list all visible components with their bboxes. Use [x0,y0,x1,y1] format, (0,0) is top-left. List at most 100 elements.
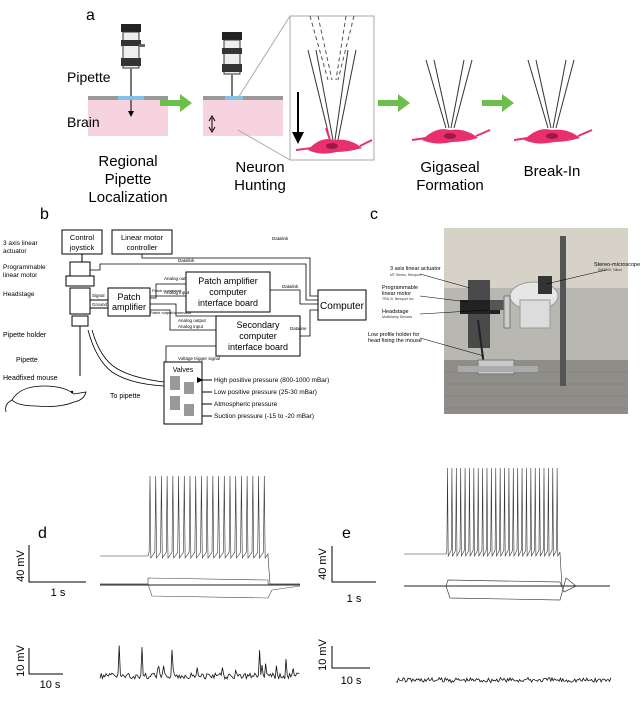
zoom-inset-box [289,15,375,161]
c-holder-l2: head fixing the mouse [368,338,422,344]
d-scale-bar-top [28,545,86,583]
d-scale-bot-v: 10 mV [15,644,27,676]
patch-if-l2: computer [209,287,247,297]
headstage-box [69,287,91,315]
sec-if-l3: interface board [228,342,288,352]
mouse-illustration [11,385,87,407]
b-axis-actuator-l1: 3 axis linear [3,240,39,247]
e-scale-bot-v: 10 mV [317,638,329,670]
computer-label: Computer [320,301,365,312]
valves-label: Valves [173,367,194,374]
pipette-label: Pipette [67,69,111,85]
panel-c: c 3 axis linear actuator MT Series, Newp… [368,206,640,414]
to-pipette-label: To pipette [110,393,140,400]
panel-c-label: c [370,206,378,223]
panel-d-label: d [38,525,47,542]
c-prog-motor-sub: TRA Vi, Newport Inc [382,297,414,301]
c-prog-motor-l1: Programmable [382,285,418,291]
b-prog-motor-l2: linear motor [3,272,38,279]
datalink-mid: Datalink [178,258,195,263]
d-top-traces [100,475,301,599]
analog-input2-label: Analog input [178,324,204,329]
step1-line3: Localization [88,189,167,206]
e-scale-bar-bottom [331,646,370,669]
pipette-holder-label: Pipette holder [3,332,47,339]
control-joystick-l1: Control [70,233,95,242]
patch-output-label: Patch output/command [150,310,191,315]
patch-amp-l1: Patch [117,292,140,302]
c-headstage: Headstage [382,309,409,315]
step4-label: Break-In [524,163,581,180]
panel-e-label: e [342,525,351,542]
b-pipette-label: Pipette [16,357,38,364]
e-top-traces [404,467,610,601]
patch-amp-l2: amplifier [112,302,146,312]
actuator-box [69,261,91,277]
step-arrow-3 [482,94,514,112]
d-scale-bot-t: 10 s [40,679,61,691]
pressure-low: Low positive pressure (25-30 mBar) [214,389,317,396]
ground-label: Ground [92,302,108,307]
valves-box [163,361,203,425]
b-axis-actuator-l2: actuator [3,248,27,255]
e-bottom-trace [395,676,612,684]
patch-amplifier-box [107,287,151,317]
analog-out-label: Analog out [164,276,186,281]
c-stereo-sub: SMZ800, Nikon [598,268,622,272]
computer-box [317,289,367,321]
lmc-l2: controller [127,243,158,252]
datalink-right: Datalink [282,284,299,289]
pressure-suction: Suction pressure (-15 to -20 mBar) [214,413,314,420]
sec-if-l2: computer [239,331,277,341]
pipette-illustration-2 [222,32,242,128]
panel-b-label: b [40,206,49,223]
break-in-illustration [513,59,593,144]
signal-label: Signal [92,293,105,298]
c-axis-actuator-sub: MT Series, Newport [390,273,421,277]
e-scale-top-v: 40 mV [317,547,329,579]
sec-if-l1: Secondary [236,320,280,330]
d-bottom-trace [99,645,300,680]
step3-line2: Formation [416,177,484,194]
step1-line2: Pipette [105,171,152,188]
d-scale-top-t: 1 s [51,587,66,599]
brain-label: Brain [67,114,100,130]
panel-a: a Pipette Brain [67,7,593,206]
c-headstage-sub: Multiclamp Devices [382,315,412,319]
panel-b: b Control joystick Linear motor controll… [3,206,367,425]
e-scale-bot-t: 10 s [341,675,362,687]
datalink-top: Datalink [272,236,289,241]
step3-line1: Gigaseal [420,159,479,176]
c-axis-actuator: 3 axis linear actuator [390,266,441,272]
analog-output-label: Analog output [178,318,207,323]
step-arrow-2 [378,94,410,112]
patch-if-l3: interface board [198,298,258,308]
brain-tissue-1 [88,96,168,136]
gigaseal-illustration [411,59,491,144]
d-scale-top-v: 40 mV [15,549,27,581]
voltage-trigger-label: Voltage trigger signal [178,356,220,361]
control-joystick-l2: joystick [69,243,95,252]
panel-e: e 40 mV 1 s 10 mV 10 s [317,467,612,687]
step-arrow-1 [160,94,192,112]
dataline-label: Dataline [290,326,307,331]
patch-command-label: Patch command [152,288,181,293]
patch-interface-box [185,271,271,313]
step2-line2: Hunting [234,177,286,194]
pressure-high: High positive pressure (800-1000 mBar) [214,377,329,384]
panel-d: d 40 mV 1 s 10 mV 10 s [15,475,301,691]
c-prog-motor-l2: linear motor [382,291,411,297]
step1-line1: Regional [98,153,157,170]
e-scale-bar-top [331,546,376,583]
linear-motor-controller-box [111,229,173,255]
patch-if-l1: Patch amplifier [198,276,258,286]
analog-input-label: Analog input [164,290,190,295]
d-scale-bar-bottom [28,648,63,675]
c-stereo: Stereo-microscope [594,262,640,268]
lmc-l1: Linear motor [121,233,164,242]
neuron-hunting-inset [292,15,373,154]
step2-line1: Neuron [235,159,284,176]
e-scale-top-t: 1 s [347,593,362,605]
b-headstage-label: Headstage [3,291,35,298]
